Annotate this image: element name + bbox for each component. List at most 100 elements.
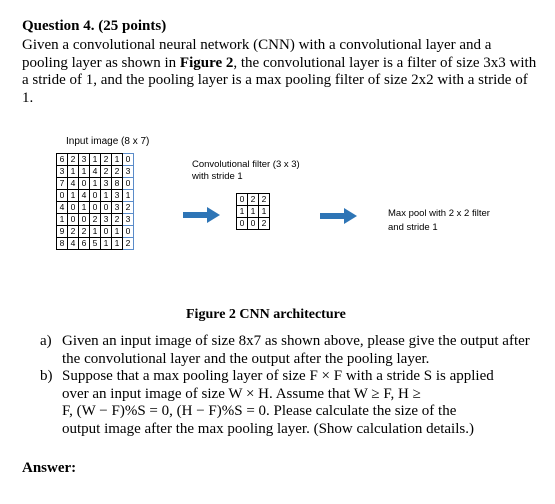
- input-grid-cell: 2: [100, 165, 112, 178]
- question-a: a) Given an input image of size 8x7 as s…: [40, 333, 540, 368]
- input-grid-cell: 0: [78, 213, 90, 226]
- input-grid-cell: 0: [89, 201, 101, 214]
- input-grid-cell: 3: [100, 213, 112, 226]
- input-grid-cell: 0: [122, 177, 134, 190]
- filter-grid-cell: 0: [236, 193, 248, 206]
- input-grid-cell: 0: [67, 201, 79, 214]
- question-a-mark: a): [40, 333, 52, 349]
- question-b: b) Suppose that a max pooling layer of s…: [40, 368, 540, 438]
- input-grid-cell: 1: [100, 237, 112, 250]
- input-grid-cell: 6: [56, 153, 68, 166]
- question-b-line1: Suppose that a max pooling layer of size…: [62, 368, 494, 384]
- max-pool-label-line2: and stride 1: [388, 222, 438, 233]
- input-grid-cell: 7: [56, 177, 68, 190]
- input-grid-cell: 1: [67, 189, 79, 202]
- intro-text-1: Given a convolutional neural network (CN…: [22, 37, 492, 71]
- input-grid-cell: 8: [111, 177, 123, 190]
- input-grid-cell: 1: [89, 225, 101, 238]
- input-grid-cell: 3: [78, 153, 90, 166]
- input-grid-cell: 2: [67, 225, 79, 238]
- question-b-line4: output image after the max pooling layer…: [62, 420, 474, 437]
- input-grid-cell: 2: [67, 153, 79, 166]
- filter-grid-cell: 1: [247, 205, 259, 218]
- input-grid-cell: 2: [111, 213, 123, 226]
- sub-questions: a) Given an input image of size 8x7 as s…: [40, 333, 540, 438]
- input-grid-cell: 1: [111, 237, 123, 250]
- input-grid-cell: 0: [67, 213, 79, 226]
- input-grid-cell: 4: [67, 177, 79, 190]
- input-grid-cell: 3: [56, 165, 68, 178]
- input-grid-cell: 8: [56, 237, 68, 250]
- input-grid-cell: 1: [78, 201, 90, 214]
- input-grid-cell: 6: [78, 237, 90, 250]
- input-grid-cell: 3: [122, 213, 134, 226]
- filter-grid-cell: 1: [236, 205, 248, 218]
- input-grid-cell: 4: [67, 237, 79, 250]
- intro-text-2: , the convolutional layer is a filter of…: [22, 54, 537, 106]
- answer-label: Answer:: [22, 460, 77, 476]
- question-b-mark: b): [40, 368, 53, 384]
- input-grid-cell: 4: [56, 201, 68, 214]
- question-b-line3: F, (W − F)%S = 0, (H − F)%S = 0. Please …: [62, 403, 457, 419]
- input-grid-cell: 5: [89, 237, 101, 250]
- input-grid-cell: 0: [89, 189, 101, 202]
- filter-grid-cell: 2: [247, 193, 259, 206]
- input-grid-cell: 1: [89, 153, 101, 166]
- input-grid-cell: 1: [111, 153, 123, 166]
- filter-grid-cell: 1: [258, 205, 270, 218]
- input-grid-cell: 4: [89, 165, 101, 178]
- input-grid-cell: 1: [56, 213, 68, 226]
- input-grid-cell: 1: [78, 165, 90, 178]
- filter-grid-cell: 0: [247, 217, 259, 230]
- input-grid-cell: 0: [100, 225, 112, 238]
- filter-grid-cell: 2: [258, 217, 270, 230]
- input-grid-cell: 1: [67, 165, 79, 178]
- arrow-right-icon: [183, 207, 220, 223]
- input-grid-cell: 1: [122, 189, 134, 202]
- input-grid-cell: 2: [100, 153, 112, 166]
- conv-filter-label: Convolutional filter (3 x 3) with stride…: [192, 159, 300, 183]
- question-b-text: Suppose that a max pooling layer of size…: [62, 368, 540, 438]
- question-a-text: Given an input image of size 8x7 as show…: [62, 333, 530, 367]
- question-b-line2: over an input image of size W × H. Assum…: [62, 385, 421, 402]
- input-grid-cell: 0: [56, 189, 68, 202]
- question-title: Question 4. (25 points): [22, 18, 167, 34]
- conv-filter-label-line1: Convolutional filter (3 x 3): [192, 159, 300, 170]
- filter-grid-cell: 2: [258, 193, 270, 206]
- max-pool-label-line1: Max pool with 2 x 2 filter: [388, 208, 490, 219]
- input-grid-cell: 0: [78, 177, 90, 190]
- arrow-right-icon: [320, 208, 357, 224]
- filter-grid-cell: 0: [236, 217, 248, 230]
- figure-caption: Figure 2 CNN architecture: [186, 307, 346, 322]
- input-grid-cell: 3: [111, 201, 123, 214]
- max-pool-label: Max pool with 2 x 2 filter and stride 1: [388, 207, 490, 235]
- input-grid-cell: 2: [111, 165, 123, 178]
- input-grid-cell: 9: [56, 225, 68, 238]
- conv-filter-label-line2: with stride 1: [192, 171, 243, 182]
- input-grid-cell: 2: [89, 213, 101, 226]
- input-grid-cell: 1: [89, 177, 101, 190]
- input-grid-cell: 0: [122, 225, 134, 238]
- input-grid-cell: 2: [122, 201, 134, 214]
- figure-reference: Figure 2: [179, 54, 234, 71]
- input-grid-cell: 3: [122, 165, 134, 178]
- question-intro: Given a convolutional neural network (CN…: [22, 37, 537, 107]
- input-grid-cell: 2: [122, 237, 134, 250]
- input-grid-cell: 0: [100, 201, 112, 214]
- input-grid-cell: 2: [78, 225, 90, 238]
- input-grid-cell: 0: [122, 153, 134, 166]
- input-grid-cell: 3: [100, 177, 112, 190]
- input-grid-cell: 4: [78, 189, 90, 202]
